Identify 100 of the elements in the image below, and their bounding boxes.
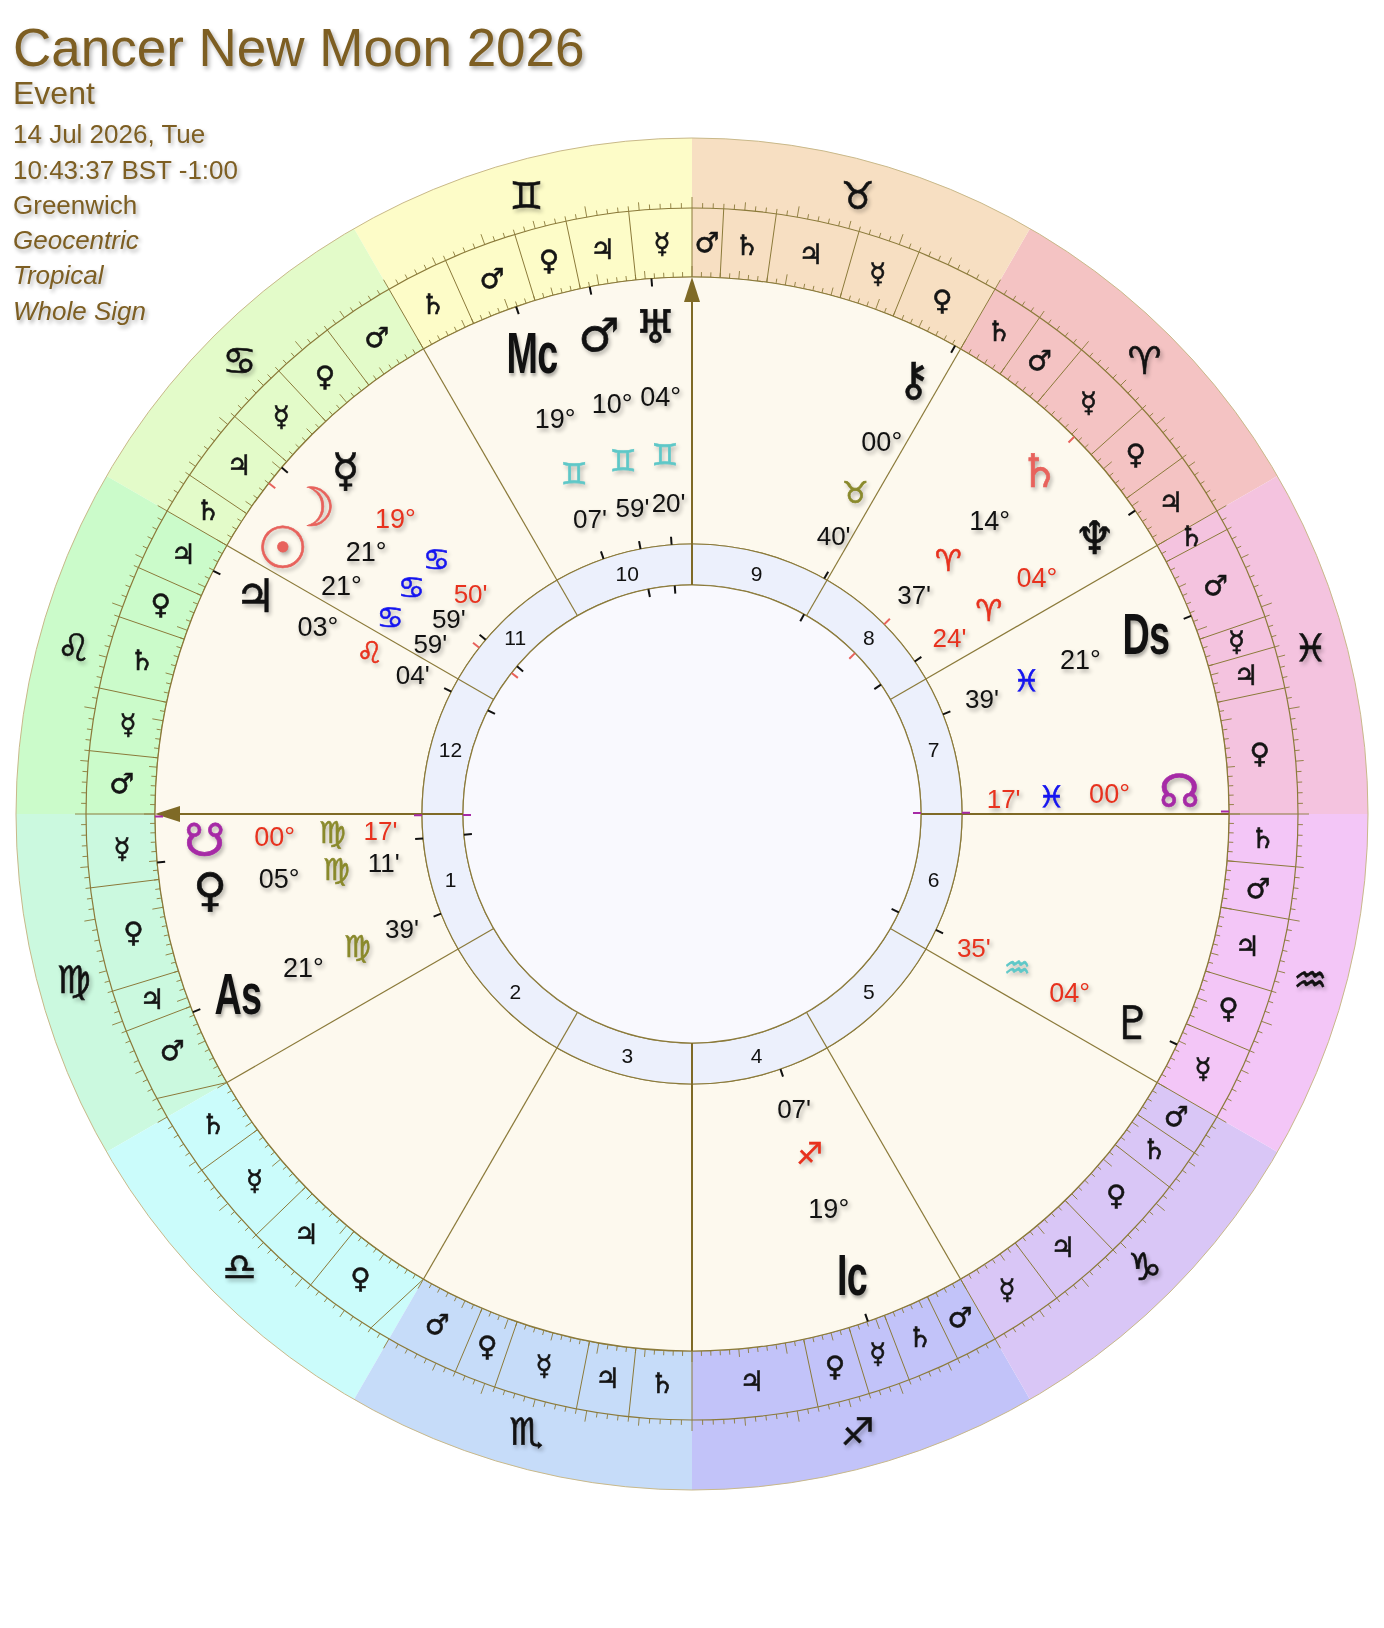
title: Cancer New Moon 2026 <box>13 21 585 74</box>
planet-glyph: ☿ <box>113 834 131 863</box>
planet-glyph: ♃ <box>590 236 616 264</box>
house-number: 1 <box>444 868 457 890</box>
planet-glyph: ☋ <box>184 817 226 864</box>
zodiac-sign-glyph: ♎ <box>222 1247 257 1286</box>
angle-label: Mc <box>506 323 558 382</box>
planet-glyph: ♄ <box>195 497 221 526</box>
planet-glyph: ☿ <box>119 710 137 739</box>
planet-glyph: ♀ <box>1106 1182 1127 1211</box>
minute-value: 40' <box>816 523 851 549</box>
zodiac-sign-glyph: ♓ <box>1293 629 1328 668</box>
planet-glyph: ♂ <box>1245 874 1271 903</box>
house-number: 6 <box>927 868 940 890</box>
planet-glyph: ♂ <box>947 1304 973 1333</box>
planet-glyph: ♃ <box>170 540 196 569</box>
house-number: 11 <box>504 626 527 648</box>
planet-glyph: ♀ <box>1218 995 1239 1024</box>
planet-glyph: ♂ <box>364 323 390 352</box>
minute-value: 24' <box>932 624 967 651</box>
planet-glyph: ♀ <box>1125 440 1146 469</box>
planet-glyph: ♀ <box>150 590 171 619</box>
zodiac-sign-glyph: ♐ <box>796 1139 824 1170</box>
planet-glyph: ♀ <box>538 247 560 276</box>
planet-glyph: ♀ <box>123 918 144 947</box>
planet-glyph: ♂ <box>109 770 135 799</box>
angle-label: Ds <box>1122 604 1169 663</box>
zodiac-sign-glyph: ♑ <box>1127 1247 1162 1286</box>
zodiac-sign-glyph: ♒ <box>1293 960 1328 999</box>
zodiac-sign-glyph: ♍ <box>343 931 371 962</box>
minute-value: 07' <box>777 1095 811 1122</box>
zodiac-sign-glyph: ♓ <box>1013 666 1041 697</box>
zodiac-sign-glyph: ♋ <box>222 342 257 381</box>
planet-glyph: ♃ <box>1233 661 1259 690</box>
place-text: Greenwich <box>13 192 138 218</box>
minute-value: 35' <box>956 934 991 961</box>
zodiac-sign-glyph: ♈ <box>975 595 1003 626</box>
zodiac-sign-glyph: ♍ <box>56 960 91 999</box>
planet-glyph: ☿ <box>331 447 360 494</box>
planet-glyph: ♃ <box>234 573 276 620</box>
planet-glyph: ⚷ <box>896 356 931 403</box>
planet-glyph: ♀ <box>477 1333 498 1362</box>
zodiac-sign-glyph: ♈ <box>934 546 962 577</box>
planet-glyph: ♀ <box>1249 740 1271 769</box>
minute-value: 17' <box>363 817 398 844</box>
planet-glyph: ♄ <box>129 647 155 676</box>
zodiac-sign-glyph: ♋ <box>398 573 425 604</box>
zodiac-sign-glyph: ♈ <box>1127 342 1162 381</box>
zodiac-sign-glyph: ♊ <box>651 440 679 470</box>
house-number: 2 <box>509 980 522 1002</box>
angle-label: As <box>214 965 262 1024</box>
degree-value: 19° <box>374 505 416 533</box>
degree-value: 19° <box>534 405 576 433</box>
angle-label: Ic <box>836 1246 867 1305</box>
minute-value: 50' <box>453 581 488 608</box>
planet-glyph: ♄ <box>1141 1135 1167 1164</box>
degree-value: 04° <box>1049 979 1090 1007</box>
planet-glyph: ♄ <box>1249 824 1275 853</box>
zodiac-sign-glyph: ♋ <box>423 545 450 576</box>
minute-value: 39' <box>385 916 419 943</box>
degree-value: 21° <box>345 538 387 566</box>
planet-glyph: ♃ <box>739 1367 765 1396</box>
minute-value: 11' <box>367 849 400 876</box>
degree-value: 10° <box>591 390 633 418</box>
house-number: 3 <box>621 1044 634 1066</box>
planet-glyph: ☿ <box>272 403 290 432</box>
planet-glyph: ♄ <box>1178 523 1204 552</box>
planet-glyph: ♄ <box>649 1370 675 1399</box>
house-number: 7 <box>927 738 940 760</box>
planet-glyph: ♂ <box>479 265 505 294</box>
house-number: 9 <box>750 562 763 583</box>
zodiac-sign-glyph: ♊ <box>560 458 588 489</box>
zodiac-sign-glyph: ♓ <box>1038 782 1066 813</box>
planet-glyph: ♀ <box>824 1352 846 1381</box>
planet-glyph: ♀ <box>932 286 953 315</box>
zodiac-sign-glyph: ♉ <box>842 478 869 509</box>
degree-value: 04° <box>1016 564 1058 592</box>
planet-glyph: ♂ <box>159 1036 185 1065</box>
zodiac-sign-glyph: ♒ <box>1003 953 1031 984</box>
planet-glyph: ♂ <box>424 1311 450 1339</box>
zodiac-sign-glyph: ♌ <box>356 638 384 669</box>
house-number: 5 <box>862 980 875 1002</box>
planet-glyph: ♄ <box>1018 448 1061 495</box>
minute-value: 59' <box>615 494 650 521</box>
planet-glyph: ☿ <box>1080 389 1098 418</box>
house-number: 10 <box>615 562 639 583</box>
planet-glyph: ♄ <box>986 318 1012 347</box>
planet-glyph: ♂ <box>1027 347 1053 375</box>
zodiac-sign-glyph: ♐ <box>840 1413 875 1452</box>
house-number: 4 <box>750 1044 763 1066</box>
degree-value: 00° <box>861 428 903 456</box>
planet-glyph: ♃ <box>139 985 165 1014</box>
planet-glyph: ☊ <box>1159 768 1200 814</box>
chart-type-text: Event <box>13 77 95 109</box>
zodiac-sign-glyph: ♏ <box>509 1413 544 1452</box>
planet-glyph: ♂ <box>1203 572 1229 601</box>
setting-text: Tropical <box>13 262 104 288</box>
planet-glyph: ☿ <box>1194 1054 1212 1083</box>
degree-value: 00° <box>1089 780 1130 808</box>
degree-value: 03° <box>297 614 339 641</box>
